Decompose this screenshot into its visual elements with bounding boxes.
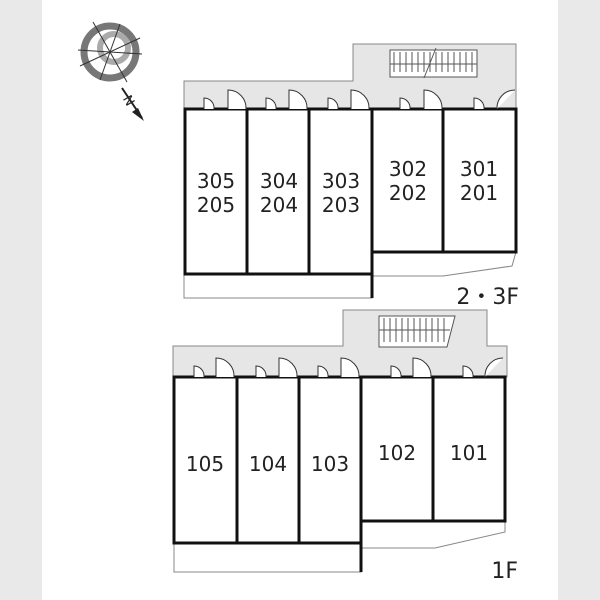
staircase-upper — [389, 47, 478, 79]
staircase-ground — [378, 315, 456, 348]
unit-101: 101 — [450, 441, 488, 465]
compass-icon: N — [77, 21, 144, 121]
svg-text:202: 202 — [389, 181, 427, 205]
left-margin-panel — [0, 0, 42, 600]
unit-304-204: 304 204 — [260, 169, 298, 217]
unit-302-202: 302 202 — [389, 157, 427, 205]
unit-103: 103 — [311, 452, 349, 476]
ground-floor-plan: 105 104 103 102 101 1F — [172, 309, 518, 584]
right-margin-panel — [558, 0, 600, 600]
unit-303-203: 303 203 — [322, 169, 360, 217]
svg-text:304: 304 — [260, 169, 298, 193]
unit-301-201: 301 201 — [460, 157, 498, 205]
svg-text:203: 203 — [322, 193, 360, 217]
unit-305-205: 305 205 — [197, 169, 235, 217]
svg-text:305: 305 — [197, 169, 235, 193]
svg-text:302: 302 — [389, 157, 427, 181]
floor-label-1f: 1F — [491, 559, 518, 584]
upper-floor-plan: 305 205 304 204 303 203 302 202 301 201 … — [183, 43, 519, 310]
svg-text:201: 201 — [460, 181, 498, 205]
floor-label-2-3f: 2・3F — [456, 285, 519, 310]
svg-text:301: 301 — [460, 157, 498, 181]
svg-text:205: 205 — [197, 193, 235, 217]
unit-102: 102 — [378, 441, 416, 465]
unit-104: 104 — [249, 452, 287, 476]
svg-text:303: 303 — [322, 169, 360, 193]
unit-105: 105 — [186, 452, 224, 476]
svg-text:204: 204 — [260, 193, 298, 217]
